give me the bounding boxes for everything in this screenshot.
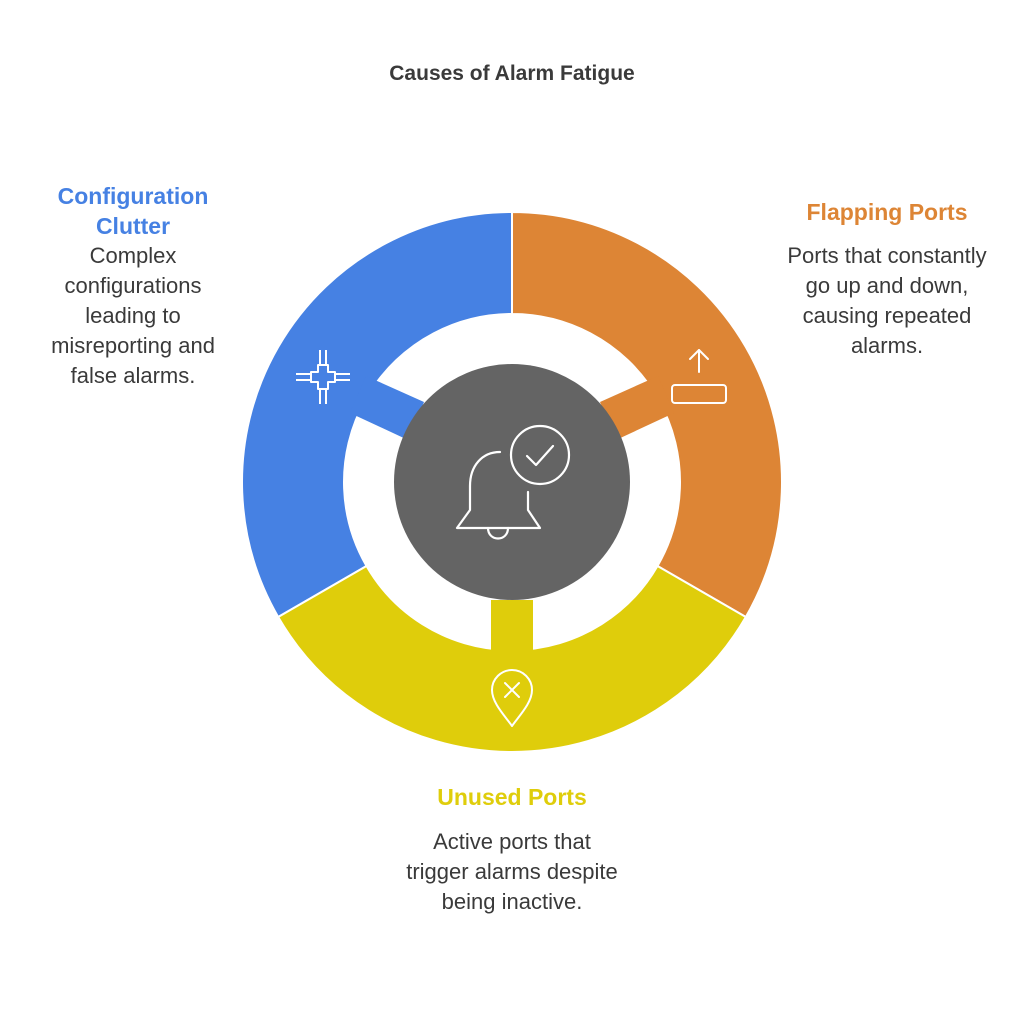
circuit-chip-icon [296,350,350,404]
unused-ports-heading: Unused Ports [437,784,587,810]
center-hub [394,364,630,600]
flapping-ports-heading: Flapping Ports [806,199,968,225]
flapping-ports-description: Ports that constantly go up and down, ca… [787,243,987,358]
ring-segment-unused [276,564,748,753]
location-x-icon [491,669,533,727]
ring-segment-configuration [241,210,513,619]
configuration-clutter-description: Complex configurations leading to misrep… [51,243,215,388]
configuration-clutter-heading: Configuration Clutter [57,183,209,239]
ring-segment-flapping [511,210,783,619]
upload-tray-icon [671,349,727,404]
unused-ports-description: Active ports that trigger alarms despite… [406,829,618,914]
diagram-title: Causes of Alarm Fatigue [389,62,635,85]
bell-check-icon [455,424,571,540]
